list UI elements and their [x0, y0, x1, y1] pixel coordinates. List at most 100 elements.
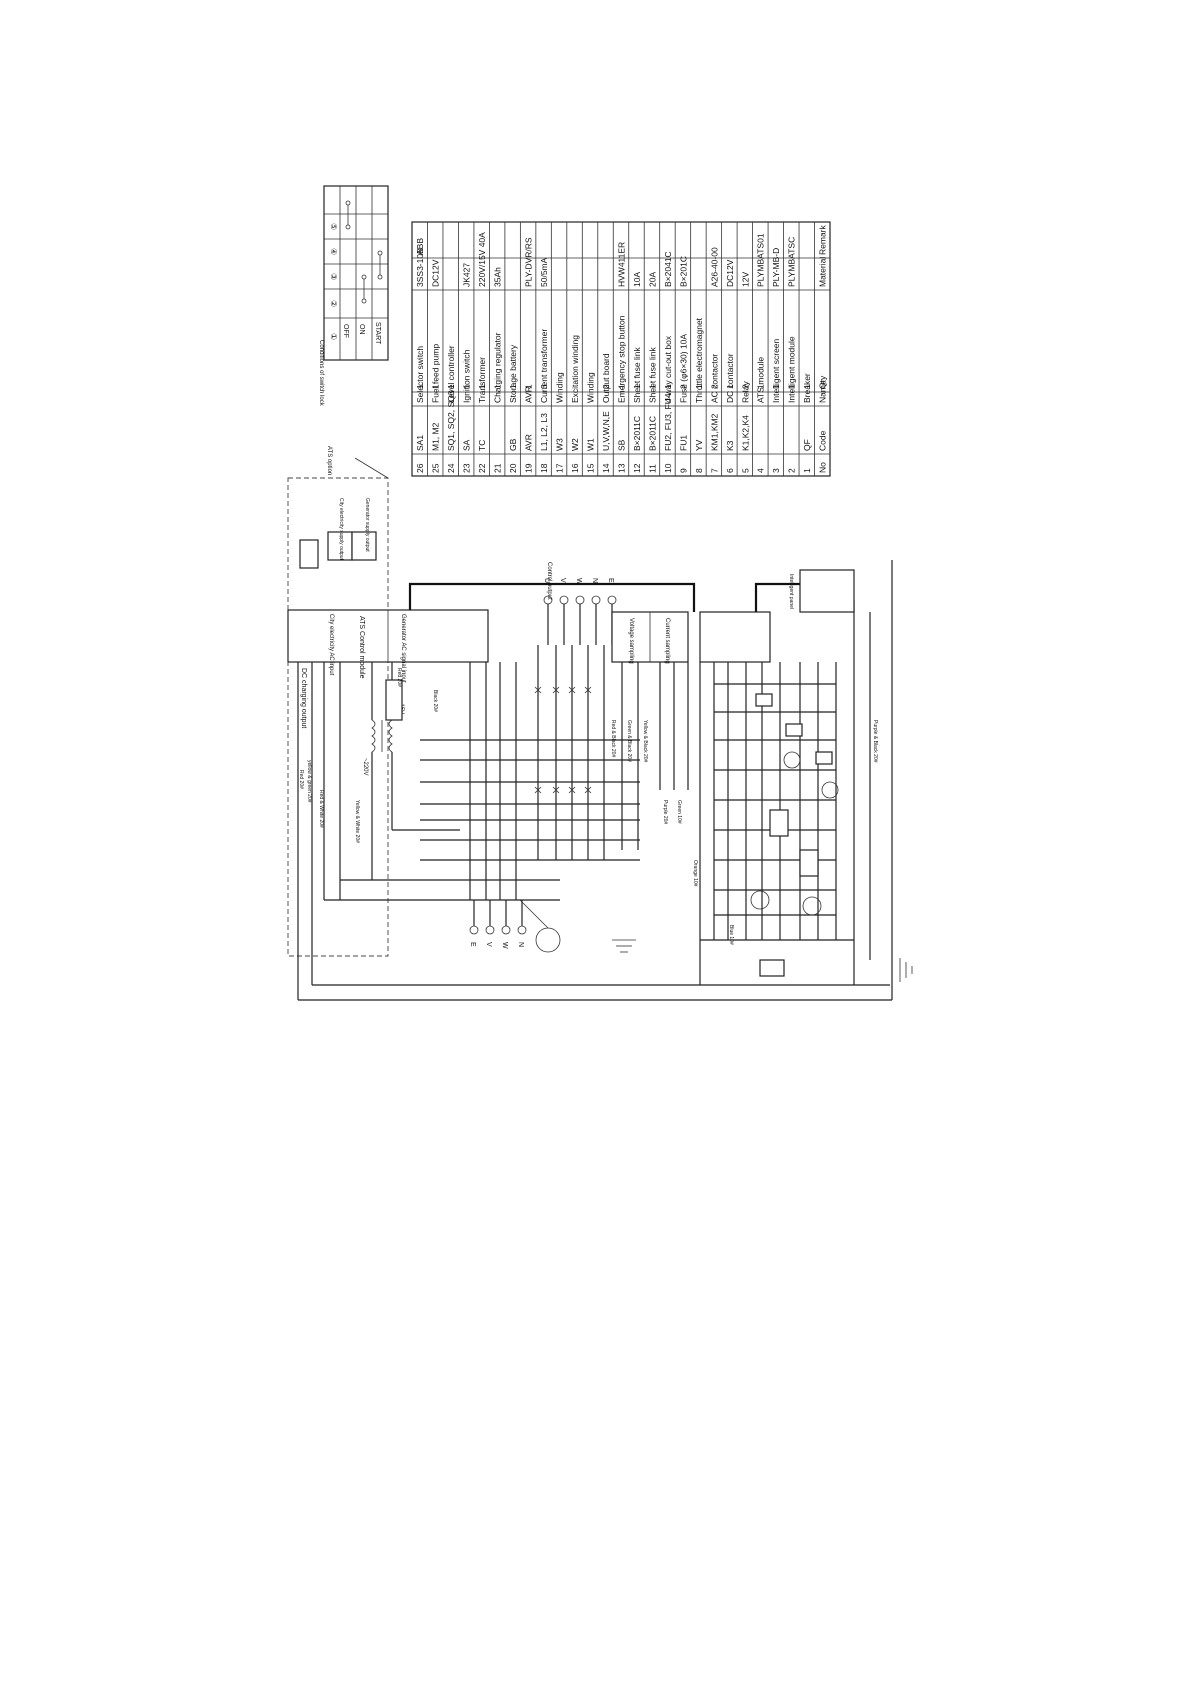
parts-table-cell: 5	[740, 468, 750, 473]
parts-table-cell: 2	[787, 468, 797, 473]
ats-module-label: ATS Control module	[358, 616, 365, 679]
parts-table-cell: AVR	[524, 386, 534, 403]
intelligent-panel-label: Intelligent panel	[788, 574, 794, 609]
parts-table-cell: K3	[725, 440, 735, 451]
parts-table-cell: 1	[802, 468, 812, 473]
parts-table-cell: SA	[462, 439, 472, 451]
parts-table-cell: ATS module	[756, 357, 766, 403]
contact-mark	[584, 786, 592, 794]
parts-table-cell: 1	[787, 384, 797, 389]
wire-label: Blue 10#	[728, 925, 734, 945]
parts-table-cell: 1	[632, 384, 642, 389]
parts-table-cell: Output board	[601, 353, 611, 403]
terminal-label: V	[559, 578, 566, 583]
terminal-label: E	[607, 578, 614, 583]
parts-table-cell: Sheet fuse link	[632, 346, 642, 403]
contact-mark	[552, 686, 560, 694]
parts-table-cell: Level controller	[446, 345, 456, 403]
parts-table-cell: Winding	[555, 372, 565, 403]
switch-table-title: Conditions of switch lock	[318, 340, 324, 407]
parts-table-cell: Charging regulator	[493, 332, 503, 403]
parts-table-cell: 18	[539, 463, 549, 473]
terminal-label: U	[543, 578, 550, 583]
switch-row-on: ON	[358, 324, 365, 335]
parts-table-header-cell: Code	[818, 430, 828, 451]
parts-table-cell: 35Ah	[493, 267, 503, 287]
voltage-sampling-label: Voltage sampling	[628, 618, 634, 664]
parts-table-cell: Emergency stop button	[616, 315, 626, 403]
parts-table-cell: 15	[585, 463, 595, 473]
switch-col-5: ⑤	[329, 223, 338, 230]
ground-symbol	[612, 939, 636, 953]
parts-table-cell: DC12V	[725, 259, 735, 287]
generator-ac-input-label: Generator AC signal input	[400, 614, 406, 683]
parts-table-cell: 1	[477, 384, 487, 389]
parts-table-header-cell: No	[818, 462, 828, 473]
parts-table-cell: 13	[616, 463, 626, 473]
parts-table-cell: 9	[678, 468, 688, 473]
parts-table-cell: 26	[415, 463, 425, 473]
parts-table-cell: 1	[725, 384, 735, 389]
ats-option-label: ATS option	[326, 446, 332, 475]
terminal-label: W	[575, 578, 582, 585]
parts-table-cell: 1	[415, 384, 425, 389]
wire-label: yellow & green 20#	[306, 760, 312, 803]
parts-table-cell: Winding	[585, 372, 595, 403]
parts-table-cell: 220V/15V 40A	[477, 232, 487, 287]
parts-table-cell: 14	[601, 463, 611, 473]
parts-table-cell: 1	[431, 384, 441, 389]
parts-table-cell: Fuel feed pump	[431, 344, 441, 403]
parts-table-cell: 3	[539, 384, 549, 389]
parts-table-cell: B×2011C	[647, 416, 657, 451]
wire-label: Yellow & Black 20#	[642, 720, 648, 763]
terminal-n	[591, 595, 601, 605]
generator-supply-output-label: Generator supply output	[364, 498, 370, 552]
parts-table-cell: 10	[663, 463, 673, 473]
contact-mark	[584, 686, 592, 694]
terminal-label: N	[517, 942, 524, 947]
parts-table-cell: FU1	[678, 435, 688, 451]
switch-row-start: START	[374, 322, 381, 345]
parts-table-cell: 1	[493, 384, 503, 389]
switch-row-off: OFF	[342, 324, 349, 338]
voltage-220-label: ~220V	[362, 758, 368, 776]
wire-labels: Red 20# yellow & green 20# Red & White 2…	[298, 668, 878, 945]
parts-table-cell: 25	[431, 463, 441, 473]
contact-mark	[568, 786, 576, 794]
parts-table-cell: DC12V	[431, 259, 441, 287]
parts-table-cell: 16	[570, 463, 580, 473]
parts-table-cell: 21	[493, 463, 503, 473]
wire-label: Black 20#	[432, 690, 438, 712]
parts-table-cell: 1	[446, 384, 456, 389]
parts-table-cell: Transformer	[477, 357, 487, 403]
parts-table-cell: W3	[555, 438, 565, 451]
parts-table-cell: 22	[477, 463, 487, 473]
switch-col-3: ③	[329, 273, 338, 280]
wire-label: Red & Black 20#	[610, 720, 616, 757]
parts-table-cell: Fuse (φ6×30) 10A	[678, 334, 688, 403]
current-sampling-label: Current sampling	[664, 618, 670, 664]
parts-table-cell: GB	[508, 438, 518, 451]
parts-table-cell: 23	[462, 463, 472, 473]
parts-table-cell: 3	[771, 468, 781, 473]
parts-table-cell: 1	[647, 384, 657, 389]
terminal-n	[517, 925, 527, 935]
wire-label: Red 20#	[396, 668, 402, 687]
contact-mark	[534, 686, 542, 694]
parts-table-cell: 4-way cut-out box	[663, 335, 673, 403]
terminal-label: V	[485, 942, 492, 947]
parts-table-cell: W2	[570, 438, 580, 451]
parts-table-cell: DC contactor	[725, 353, 735, 403]
ats-control-module: ATS Control module City electricity AC i…	[287, 498, 489, 683]
parts-table-cell: 2	[740, 384, 750, 389]
terminal-label: N	[591, 578, 598, 583]
city-supply-output-label: City electricity supply output	[338, 498, 344, 561]
parts-table-cell: 2	[709, 384, 719, 389]
wire-label: Red & White 20#	[318, 790, 324, 828]
parts-table-cell: K1,K2,K4	[740, 415, 750, 451]
parts-table-header-cell: Qty	[818, 375, 828, 389]
wire-label: Purple & Black 20#	[872, 720, 878, 763]
terminal-e	[469, 925, 479, 935]
switch-col-4: ④	[329, 248, 338, 255]
